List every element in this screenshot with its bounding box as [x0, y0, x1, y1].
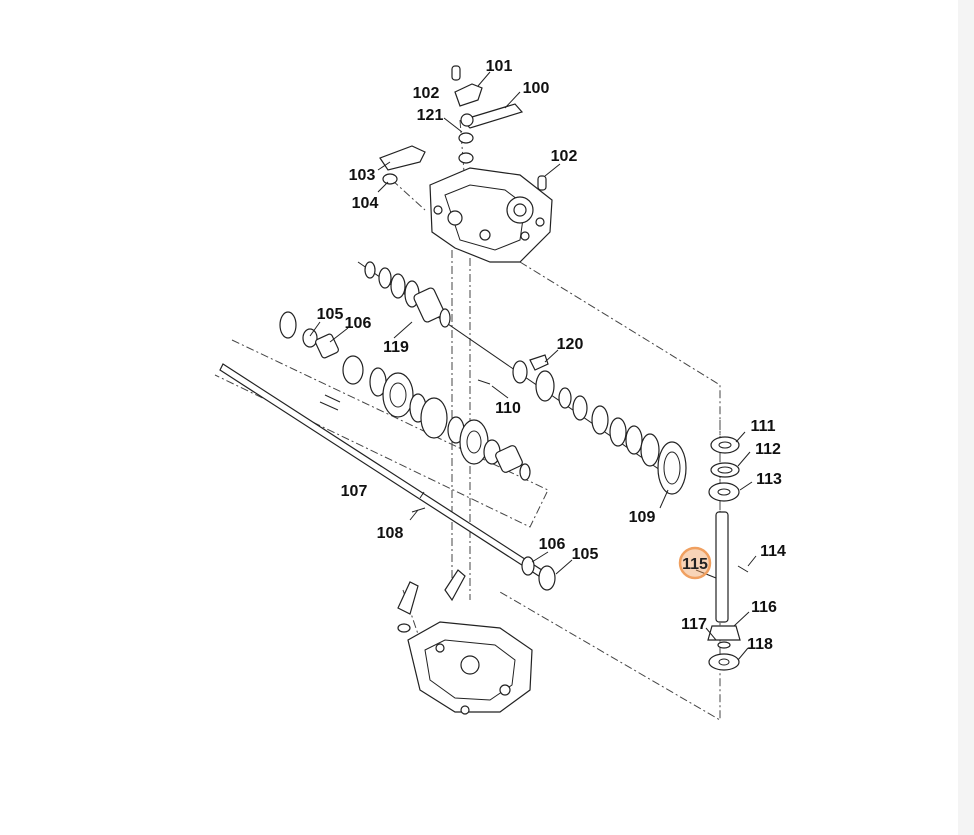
upper-shaft-assembly — [357, 261, 687, 495]
callout-116[interactable]: 116 — [751, 599, 777, 616]
callout-102-top[interactable]: 102 — [413, 85, 440, 102]
callout-104[interactable]: 104 — [352, 195, 379, 212]
middle-gear-stack — [279, 311, 531, 481]
callout-115[interactable]: 115 — [682, 556, 708, 573]
callout-112[interactable]: 112 — [755, 441, 781, 458]
top-small-parts — [379, 65, 547, 191]
callout-106-right[interactable]: 106 — [539, 536, 566, 553]
callout-102-right[interactable]: 102 — [551, 148, 578, 165]
callout-120[interactable]: 120 — [557, 336, 584, 353]
callout-114[interactable]: 114 — [760, 543, 786, 560]
callout-117[interactable]: 117 — [681, 616, 707, 633]
callout-110[interactable]: 110 — [495, 400, 521, 417]
callout-leader-lines — [309, 71, 757, 661]
long-axle — [219, 363, 556, 591]
callout-111[interactable]: 111 — [751, 418, 776, 435]
selected-part-highlight[interactable] — [678, 546, 712, 580]
callout-101[interactable]: 101 — [486, 58, 513, 75]
callout-108[interactable]: 108 — [377, 525, 404, 542]
callout-113[interactable]: 113 — [756, 471, 782, 488]
callout-105-right[interactable]: 105 — [572, 546, 599, 563]
upper-housing — [429, 167, 553, 263]
callout-103[interactable]: 103 — [349, 167, 376, 184]
callout-121[interactable]: 121 — [417, 107, 444, 124]
callout-100[interactable]: 100 — [523, 80, 550, 97]
output-shaft-assembly — [707, 436, 749, 671]
callout-106-left[interactable]: 106 — [345, 315, 372, 332]
page-edge-strip — [958, 0, 974, 835]
callout-109[interactable]: 109 — [629, 509, 656, 526]
callout-119[interactable]: 119 — [383, 339, 409, 356]
callout-labels: 100 101 102 102 103 104 105 105 106 106 … — [317, 58, 786, 653]
callout-107[interactable]: 107 — [341, 483, 368, 500]
lower-housing — [397, 569, 533, 715]
callout-105-left[interactable]: 105 — [317, 306, 344, 323]
callout-118[interactable]: 118 — [747, 636, 773, 653]
